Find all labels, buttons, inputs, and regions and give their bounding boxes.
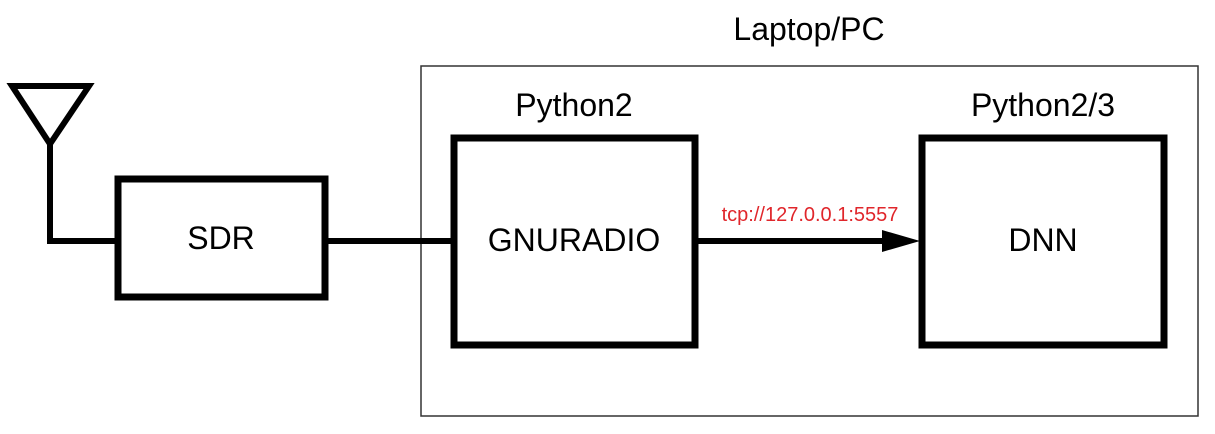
tcp-link-label: tcp://127.0.0.1:5557 [722, 204, 899, 226]
laptop-pc-label: Laptop/PC [733, 11, 884, 47]
gnuradio-label: GNURADIO [488, 222, 660, 258]
dnn-label: DNN [1008, 222, 1077, 258]
gnuradio-block [450, 134, 699, 349]
sdr-block [114, 175, 329, 301]
gnuradio-runtime-label: Python2 [515, 87, 632, 123]
antenna-icon [6, 83, 95, 243]
sdr-label: SDR [187, 220, 255, 256]
dnn-block [918, 134, 1168, 349]
dnn-runtime-label: Python2/3 [971, 87, 1115, 123]
arrowhead-icon [882, 230, 920, 252]
